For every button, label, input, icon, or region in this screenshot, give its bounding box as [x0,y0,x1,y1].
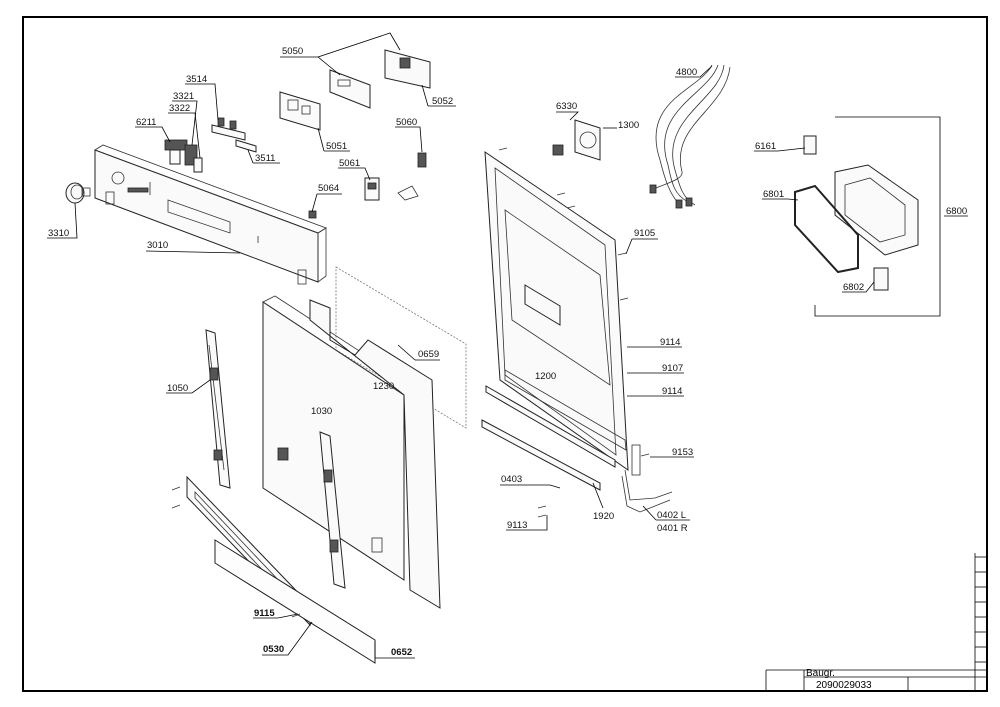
label-9114-lower: 9114 [662,386,682,397]
label-4800: 4800 [676,67,697,78]
label-1920: 1920 [593,511,614,522]
screws [171,147,650,618]
control-panel-3010 [94,144,327,285]
rail-inner [319,431,346,589]
label-1030: 1030 [311,406,332,417]
plinth-0530 [186,475,376,664]
small-parts-panel [164,117,257,173]
label-5052: 5052 [432,96,453,107]
label-0652: 0652 [391,647,412,658]
label-1300: 1300 [618,120,639,131]
title-drawing-number: 2090029033 [816,680,872,691]
label-9114-upper: 9114 [660,337,680,348]
label-3514: 3514 [186,74,207,85]
label-9105: 9105 [634,228,655,239]
title-group-label: Baugr. [806,668,835,679]
sensor-parts [308,152,427,219]
label-5060: 5060 [396,117,417,128]
part-labels: 5050 5052 3514 3321 3322 6211 3511 5051 … [48,46,967,658]
cable-harness-4800 [649,64,731,209]
inner-door-1200 [484,151,641,476]
label-3321: 3321 [173,91,194,102]
strip-0403 [481,385,616,491]
label-0659: 0659 [418,349,439,360]
hinge-0402 [621,469,673,513]
front-panel-1030 [262,295,441,609]
label-1200: 1200 [535,371,556,382]
label-3010: 3010 [147,240,168,251]
title-block: Baugr. 2090029033 [765,553,988,691]
label-5061: 5061 [339,158,360,169]
knob-3310 [65,182,91,204]
label-1230: 1230 [373,381,394,392]
label-6161: 6161 [755,141,776,152]
leader-lines [47,32,968,659]
label-0403: 0403 [501,474,522,485]
label-1050: 1050 [167,383,188,394]
label-6800: 6800 [946,206,967,217]
label-6801: 6801 [763,189,784,200]
label-6330: 6330 [556,101,577,112]
insulation-0659 [335,266,467,429]
label-3310: 3310 [48,228,69,239]
drawing-frame [22,16,988,692]
label-5051: 5051 [326,141,347,152]
label-0530: 0530 [263,644,284,655]
rail-1050 [205,329,231,489]
label-0402: 0402 L [657,510,686,521]
label-6802: 6802 [843,282,864,293]
fan-1300 [552,119,601,161]
dispenser-6800 [794,116,941,317]
label-9107: 9107 [662,363,683,374]
label-9115: 9115 [254,608,275,619]
label-5064: 5064 [318,183,339,194]
label-3511: 3511 [255,153,275,164]
label-6211: 6211 [136,117,156,128]
label-9153: 9153 [672,447,693,458]
label-9113: 9113 [507,520,527,531]
electronic-modules [279,49,431,131]
label-3322: 3322 [169,103,190,114]
label-5050: 5050 [282,46,303,57]
label-0401: 0401 R [657,523,688,534]
